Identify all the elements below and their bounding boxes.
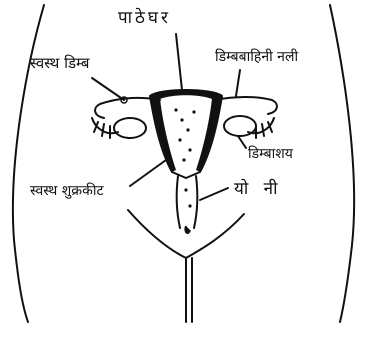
pointer-egg <box>92 78 124 100</box>
clitoris-mark <box>185 226 190 233</box>
body-outline-left <box>13 5 44 322</box>
label-fallopian-tube: डिम्बबाहिनी नली <box>215 50 298 64</box>
pointer-uterus <box>176 34 182 90</box>
groin-crease <box>128 210 244 258</box>
right-fallopian-tube <box>214 97 277 114</box>
uterine-wall-right <box>196 96 222 172</box>
pointer-ovary <box>238 136 246 148</box>
pointer-sperm <box>130 160 166 186</box>
right-fimbriae <box>248 118 274 138</box>
label-healthy-sperm: स्वस्थ शुक्रकीट <box>30 184 104 198</box>
right-ovary <box>224 116 256 136</box>
label-uterus: पाठेघर <box>118 10 171 27</box>
vaginal-canal-left <box>177 176 180 228</box>
body-outline-right <box>330 5 354 322</box>
label-healthy-egg: स्वस्थ डिम्ब <box>30 56 89 71</box>
label-vagina: यो नी <box>234 181 283 198</box>
pointer-tube <box>236 70 240 96</box>
pointer-vagina <box>200 188 228 200</box>
left-ovary <box>114 118 146 138</box>
uterine-wall-left <box>150 96 176 172</box>
vaginal-canal-right <box>194 176 197 228</box>
label-ovary: डिम्बाशय <box>248 147 293 161</box>
